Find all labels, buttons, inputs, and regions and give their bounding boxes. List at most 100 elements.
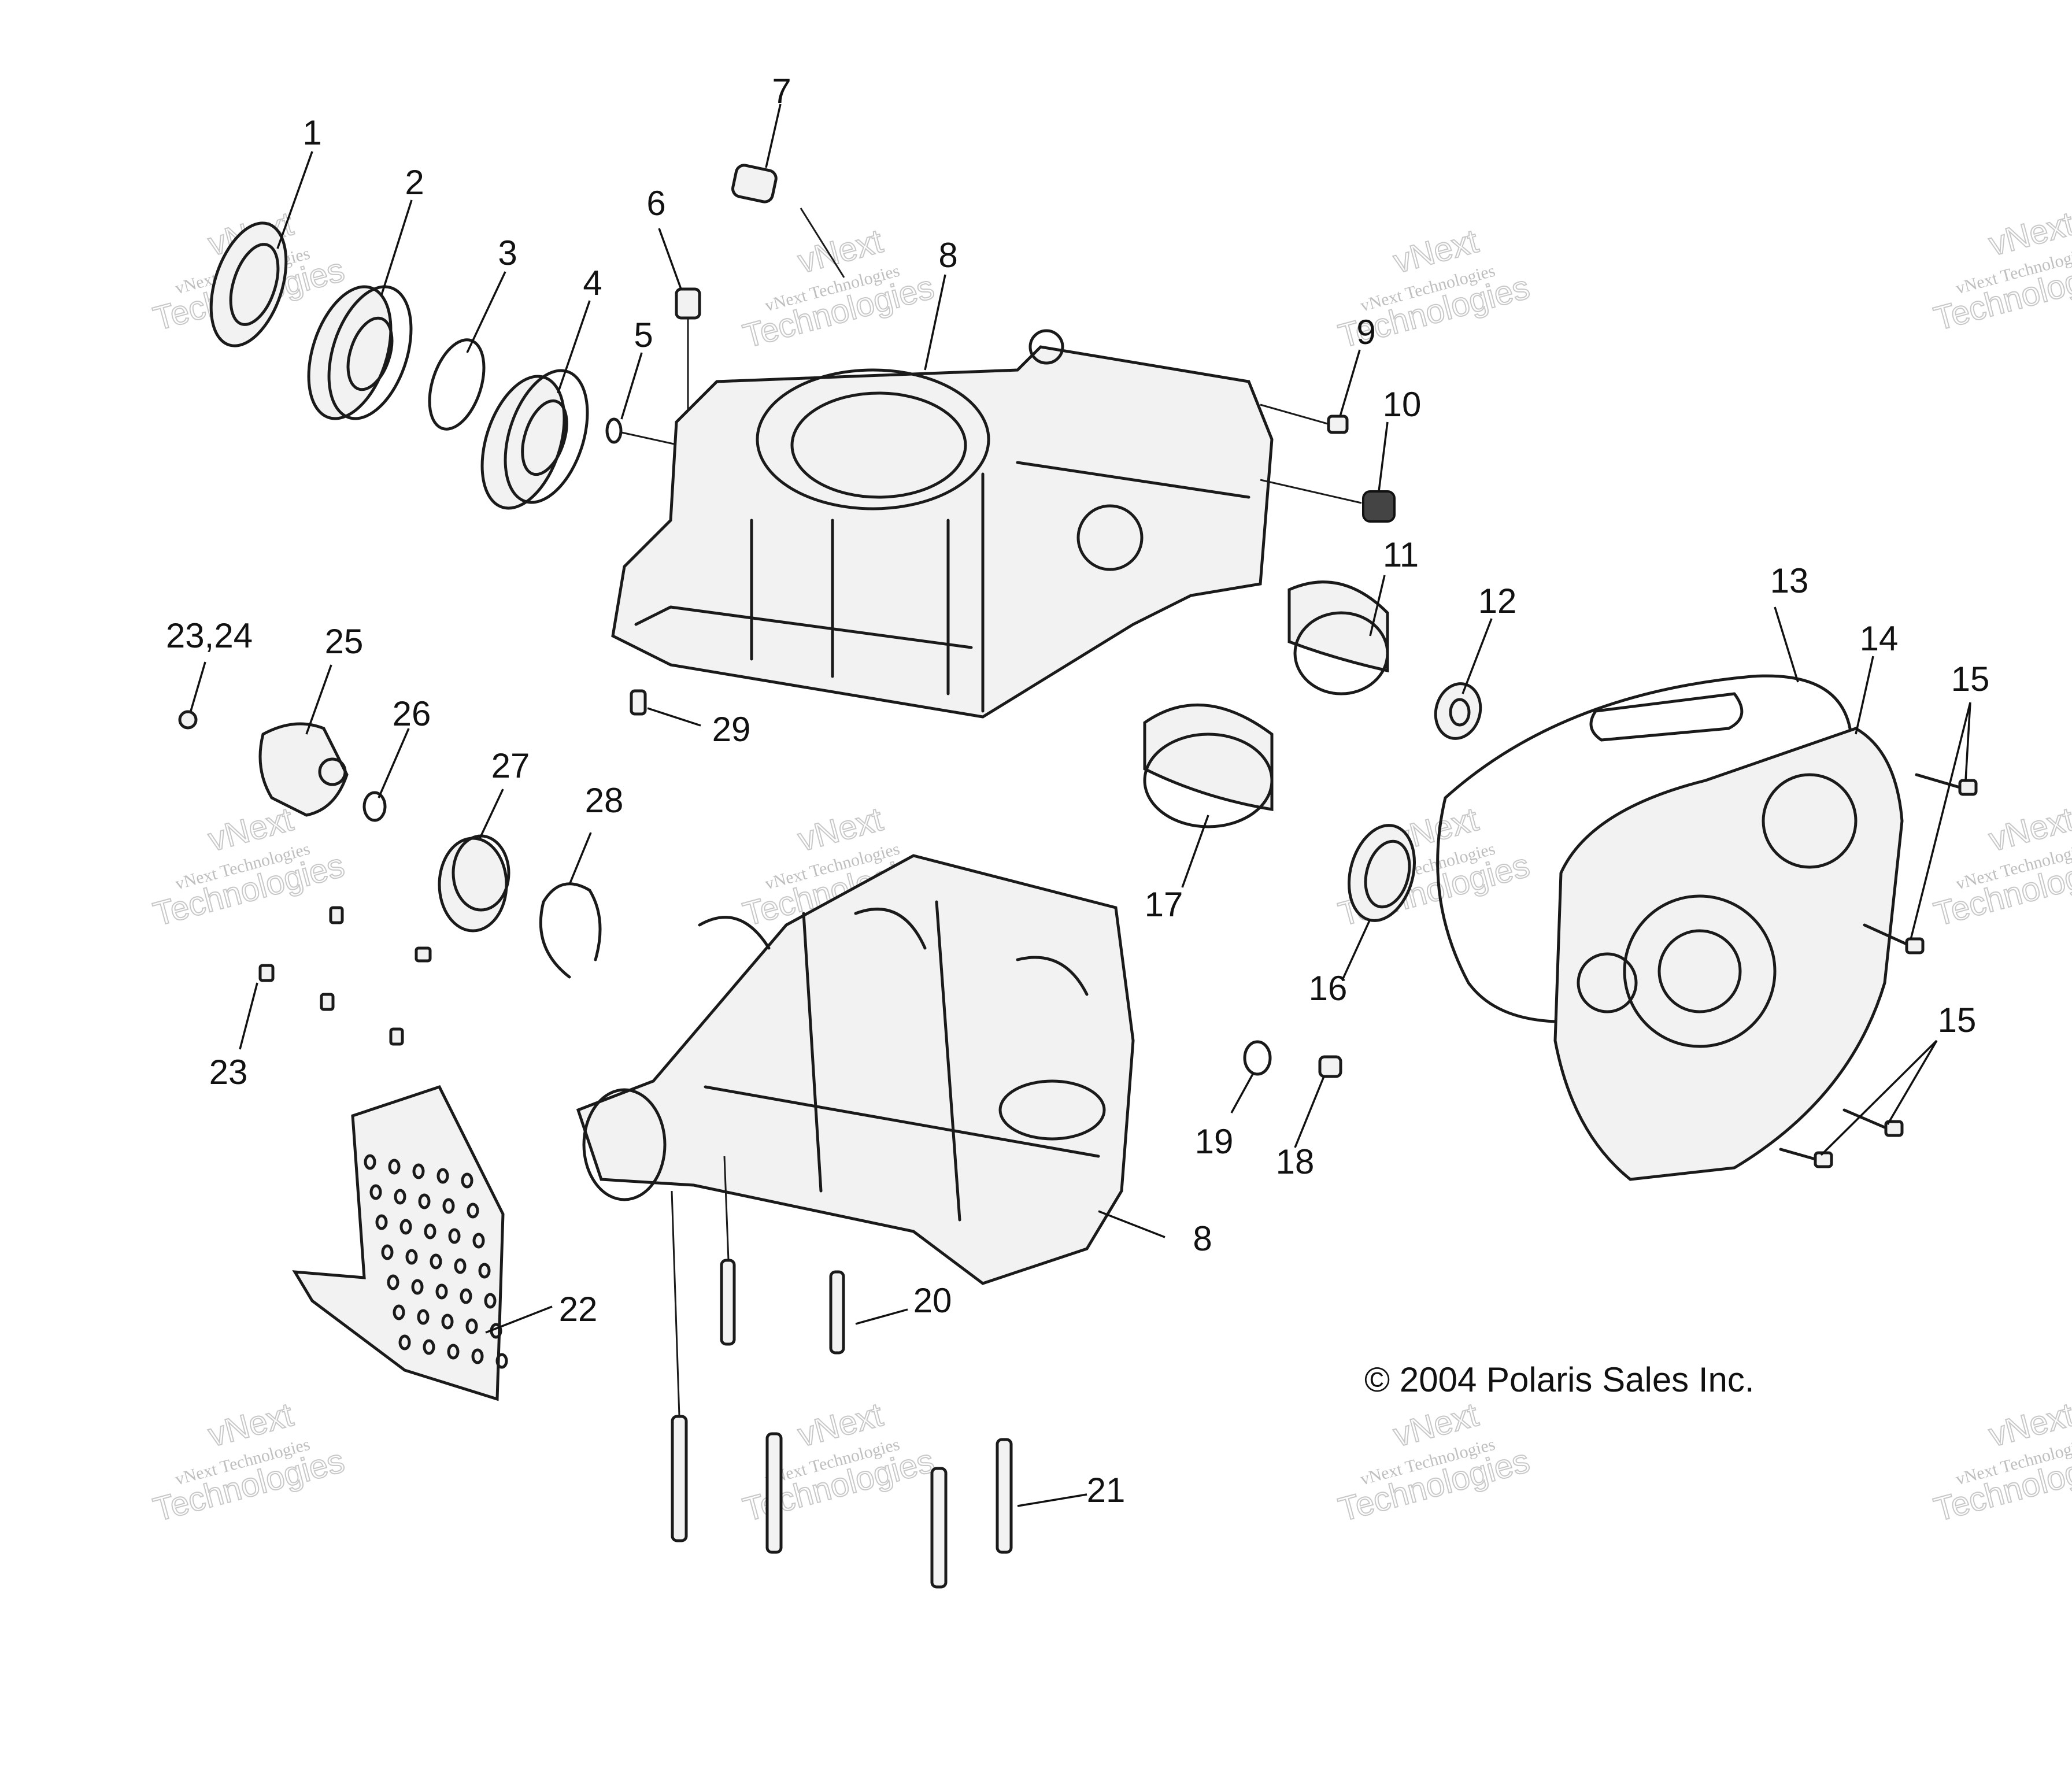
part-19-washer (1243, 1040, 1272, 1076)
baffle-hole (447, 1344, 460, 1360)
callout-16: 16 (1309, 969, 1348, 1008)
copyright-notice: © 2004 Polaris Sales Inc. (1364, 1360, 1755, 1399)
callout-6: 6 (646, 184, 665, 223)
callout-1: 1 (302, 113, 321, 152)
part-27-cap (438, 834, 510, 933)
callout-17: 17 (1145, 885, 1183, 924)
callout-22: 22 (559, 1290, 598, 1329)
part-7-pin (731, 164, 778, 204)
part-12-washer (1434, 682, 1482, 740)
callout-5: 5 (634, 316, 653, 354)
part-26-ring (362, 791, 387, 822)
part-8-lower-crankcase (576, 854, 1135, 1285)
part-18-plug (1318, 1055, 1342, 1078)
part-17-bearing-shell (1143, 703, 1274, 828)
baffle-hole (393, 1304, 405, 1320)
part-15-bolts (1779, 773, 1978, 1168)
part-29-dowel (630, 689, 647, 716)
baffle-hole (364, 1154, 376, 1170)
baffle-hole (436, 1168, 449, 1184)
part-28-circlip (539, 882, 602, 979)
callout-9: 9 (1356, 313, 1375, 352)
callout-23-24: 23,24 (166, 616, 253, 655)
baffle-hole (460, 1288, 472, 1304)
baffle-hole (394, 1189, 406, 1205)
baffle-hole (381, 1244, 394, 1260)
baffle-hole (398, 1334, 411, 1350)
part-5-washer (605, 417, 623, 444)
part-23-24-plug (178, 710, 198, 730)
baffle-hole (442, 1198, 455, 1214)
baffle-hole (424, 1223, 436, 1240)
part-22-baffle (292, 1085, 508, 1401)
callout-18: 18 (1276, 1142, 1315, 1181)
callout-8-lower: 8 (1193, 1219, 1212, 1258)
baffle-hole (411, 1279, 424, 1295)
baffle-hole (418, 1193, 431, 1209)
callout-27: 27 (491, 746, 530, 785)
baffle-hole (388, 1159, 401, 1175)
part-2-bearing (307, 285, 413, 420)
callout-26: 26 (393, 694, 431, 733)
baffle-hole (454, 1258, 467, 1274)
baffle-hole (405, 1249, 418, 1265)
part-11-bearing-shell (1287, 580, 1389, 695)
callout-10: 10 (1383, 385, 1422, 424)
baffle-hole (412, 1163, 425, 1179)
leader-lines (190, 103, 1971, 1507)
part-25-housing (258, 722, 349, 817)
baffle-hole (495, 1353, 508, 1369)
callout-23: 23 (209, 1053, 248, 1092)
baffle-hole (484, 1293, 497, 1309)
baffle-hole (375, 1214, 388, 1230)
part-9-plug (1327, 415, 1349, 434)
callout-15-lower: 15 (1938, 1001, 1977, 1039)
callout-15-upper: 15 (1951, 660, 1990, 698)
part-1-seal (209, 221, 288, 347)
baffle-hole (467, 1202, 479, 1219)
part-4-bearing (480, 369, 589, 510)
baffle-hole (441, 1314, 454, 1330)
callout-13: 13 (1770, 561, 1809, 600)
callout-4: 4 (583, 264, 602, 302)
callout-11: 11 (1383, 535, 1419, 574)
baffle-hole (430, 1253, 442, 1270)
callout-14: 14 (1860, 619, 1899, 658)
part-8-upper-crankcase (611, 329, 1274, 719)
callout-25: 25 (325, 622, 364, 661)
callout-12: 12 (1478, 582, 1517, 620)
callout-19: 19 (1195, 1122, 1234, 1161)
part-3-ring (428, 338, 486, 431)
part-14-cover (1553, 727, 1904, 1181)
baffle-hole (465, 1318, 478, 1334)
baffle-hole (448, 1228, 461, 1244)
callout-labels: 1 2 3 4 5 6 7 8 8 9 10 11 12 13 14 15 15… (166, 72, 1989, 1509)
baffle-hole (478, 1263, 491, 1279)
baffle-hole (423, 1339, 435, 1355)
part-16-seal (1347, 824, 1416, 922)
baffle-hole (417, 1309, 430, 1325)
callout-8-upper: 8 (938, 236, 957, 275)
part-20-bolts (720, 1259, 845, 1355)
part-23-bolts (258, 906, 432, 1046)
baffle-hole (472, 1233, 485, 1249)
baffle-hole (399, 1219, 412, 1235)
baffle-hole (387, 1274, 399, 1290)
part-10-filter (1362, 490, 1396, 523)
part-21-bolts (671, 1415, 1013, 1589)
part-6-dowel (675, 287, 701, 320)
callout-3: 3 (498, 234, 517, 272)
callout-29: 29 (712, 710, 751, 749)
baffle-hole (369, 1184, 382, 1200)
callout-21: 21 (1087, 1471, 1126, 1509)
callout-28: 28 (585, 781, 624, 820)
baffle-hole (471, 1348, 484, 1364)
